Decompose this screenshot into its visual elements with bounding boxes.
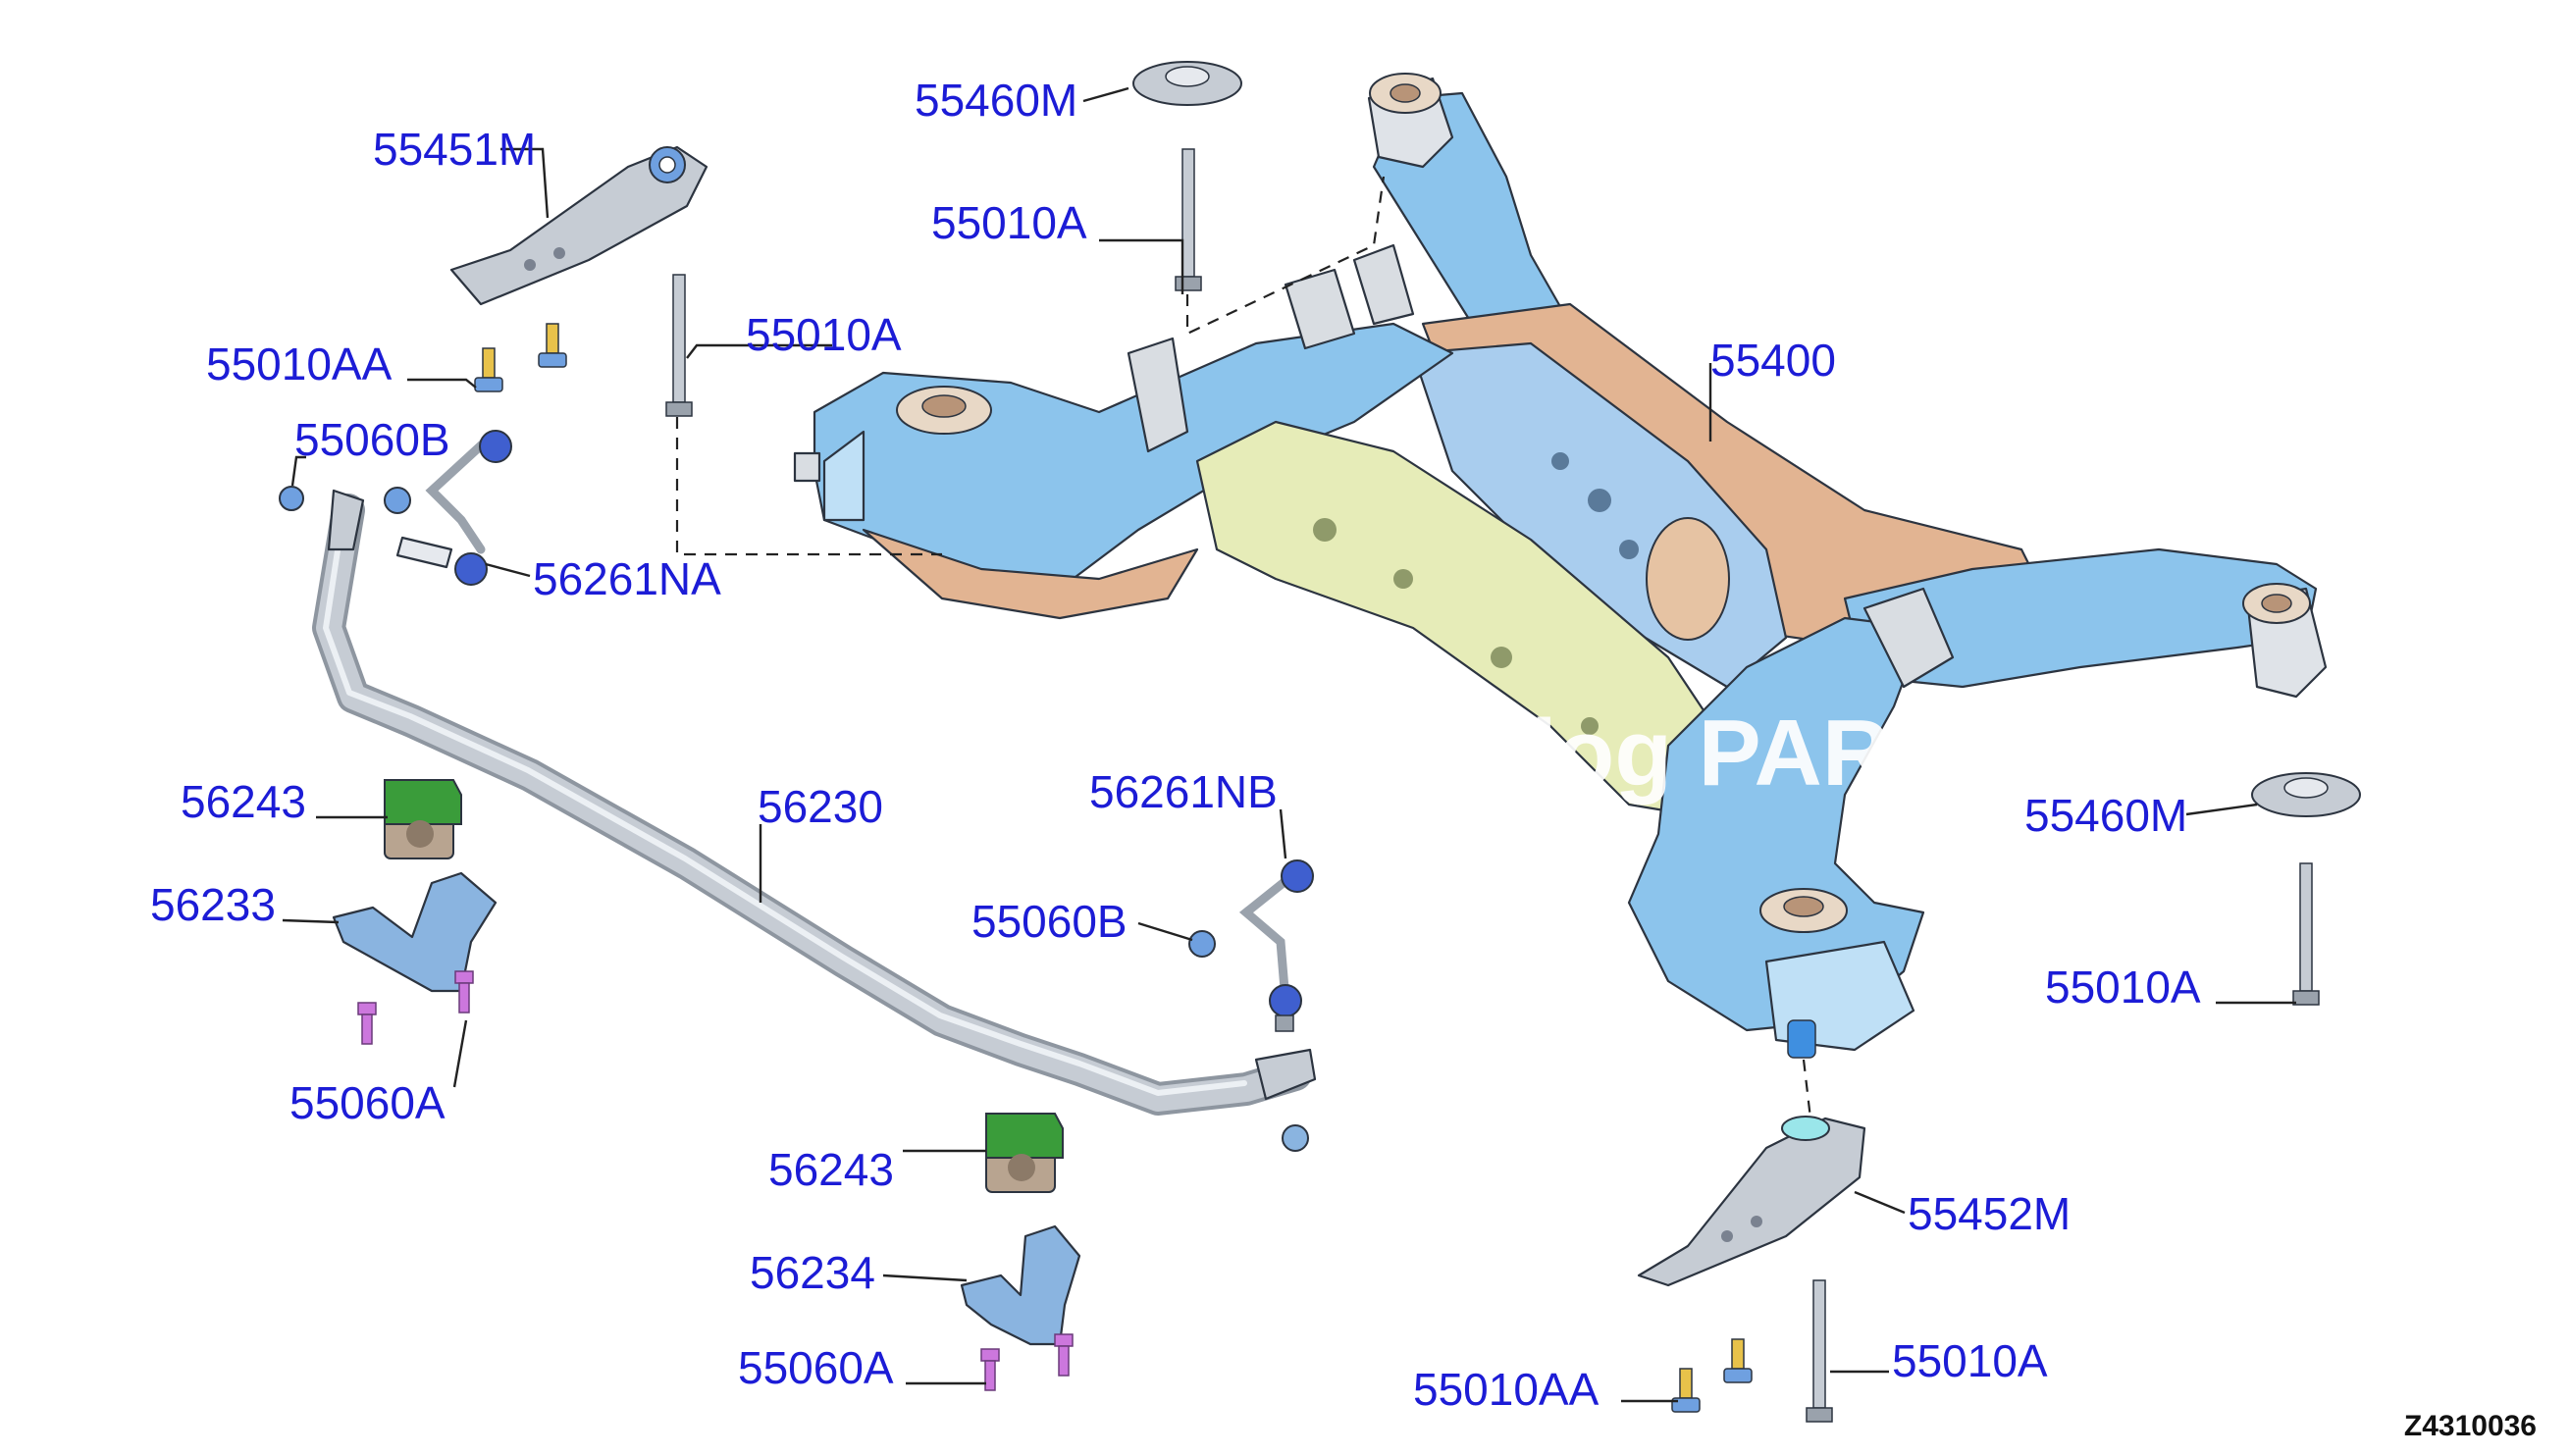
callout-56243: 56243 (768, 1144, 894, 1195)
crossmember-hole (1393, 569, 1413, 589)
callout-55460M: 55460M (915, 75, 1077, 126)
right-mount-bushing (2242, 583, 2328, 699)
crossmember-hole (1491, 647, 1512, 668)
stabilizer-bar-end (327, 489, 365, 551)
long-bolt-55010A (1806, 1279, 1833, 1423)
figure-id: Z4310036 (2404, 1410, 2537, 1442)
callout-55010A: 55010A (931, 197, 1087, 248)
callout-56230: 56230 (758, 781, 883, 832)
bushing-56243 (985, 1113, 1064, 1193)
lower-mount (1759, 888, 1915, 1059)
suspension-member (793, 73, 2328, 1059)
short-bolt-55010AA (474, 323, 567, 392)
callout-55060B: 55060B (294, 414, 450, 465)
callout-55010AA: 55010AA (206, 338, 393, 390)
leader-lines (282, 86, 2296, 1403)
callout-56243: 56243 (181, 776, 306, 827)
top-mount-bushing (1367, 73, 1454, 169)
bracket-56234 (960, 1224, 1081, 1346)
nut-55060B (1188, 930, 1216, 958)
short-bolt-55010AA (1671, 1338, 1753, 1413)
crossmember-hole (1313, 518, 1337, 542)
callout-55010A: 55010A (1892, 1335, 2048, 1386)
mount-bracket-55452M (1637, 1116, 1866, 1287)
subframe-small-hole (1588, 489, 1611, 512)
nut-55060B (384, 487, 411, 514)
assembly-line (675, 417, 942, 556)
nut-55060B (279, 486, 304, 511)
callout-55060B: 55060B (971, 896, 1128, 947)
bolt-55060A (980, 1333, 1074, 1391)
bracket-tab (1862, 587, 1955, 689)
callout-56233: 56233 (150, 879, 276, 930)
callout-55060A: 55060A (738, 1342, 894, 1393)
subframe-small-hole (1619, 540, 1639, 559)
callout-55010A: 55010A (2045, 962, 2201, 1013)
callout-55010AA: 55010AA (1413, 1364, 1600, 1415)
crossmember-hole (1581, 717, 1599, 735)
stabilizer-bar-nut (1282, 1124, 1309, 1152)
callout-55452M: 55452M (1908, 1188, 2071, 1239)
stabilizer-bar-end (1254, 1048, 1317, 1101)
subframe-center-hole (1646, 517, 1730, 641)
callout-55010A: 55010A (746, 309, 902, 360)
washer-55460M (1132, 61, 1242, 106)
left-mount (793, 386, 992, 522)
bracket-tab (1284, 268, 1356, 350)
bracket-56233 (332, 871, 498, 993)
long-bolt-55010A (2292, 862, 2320, 1006)
bolt-55060A (357, 970, 474, 1045)
callout-labels: 55460M 55451M 55010A 55010A 55400 55010A… (150, 75, 2201, 1415)
stabilizer-bar (312, 489, 1317, 1152)
subframe-small-hole (1551, 452, 1569, 470)
callout-55060A: 55060A (289, 1077, 446, 1128)
callout-55460M: 55460M (2024, 790, 2187, 841)
bracket-tab (1127, 337, 1189, 453)
callout-56234: 56234 (750, 1247, 875, 1298)
bracket-tab (1352, 243, 1415, 326)
mount-bracket-55451M (449, 145, 708, 306)
assembly-line (1802, 1059, 1812, 1119)
long-bolt-55010A (665, 274, 693, 417)
callout-55400: 55400 (1710, 335, 1836, 386)
callout-56261NB: 56261NB (1089, 766, 1278, 817)
callout-56261NA: 56261NA (533, 553, 721, 604)
callout-55451M: 55451M (373, 124, 536, 175)
washer-55460M (2251, 772, 2361, 817)
stabilizer-link-56261NA (395, 430, 512, 586)
stabilizer-link-56261NB (1238, 859, 1314, 1032)
subframe-left-underside (862, 528, 1199, 620)
bushing-56243 (384, 779, 462, 859)
watermark-text: log PAR (1531, 701, 1890, 806)
